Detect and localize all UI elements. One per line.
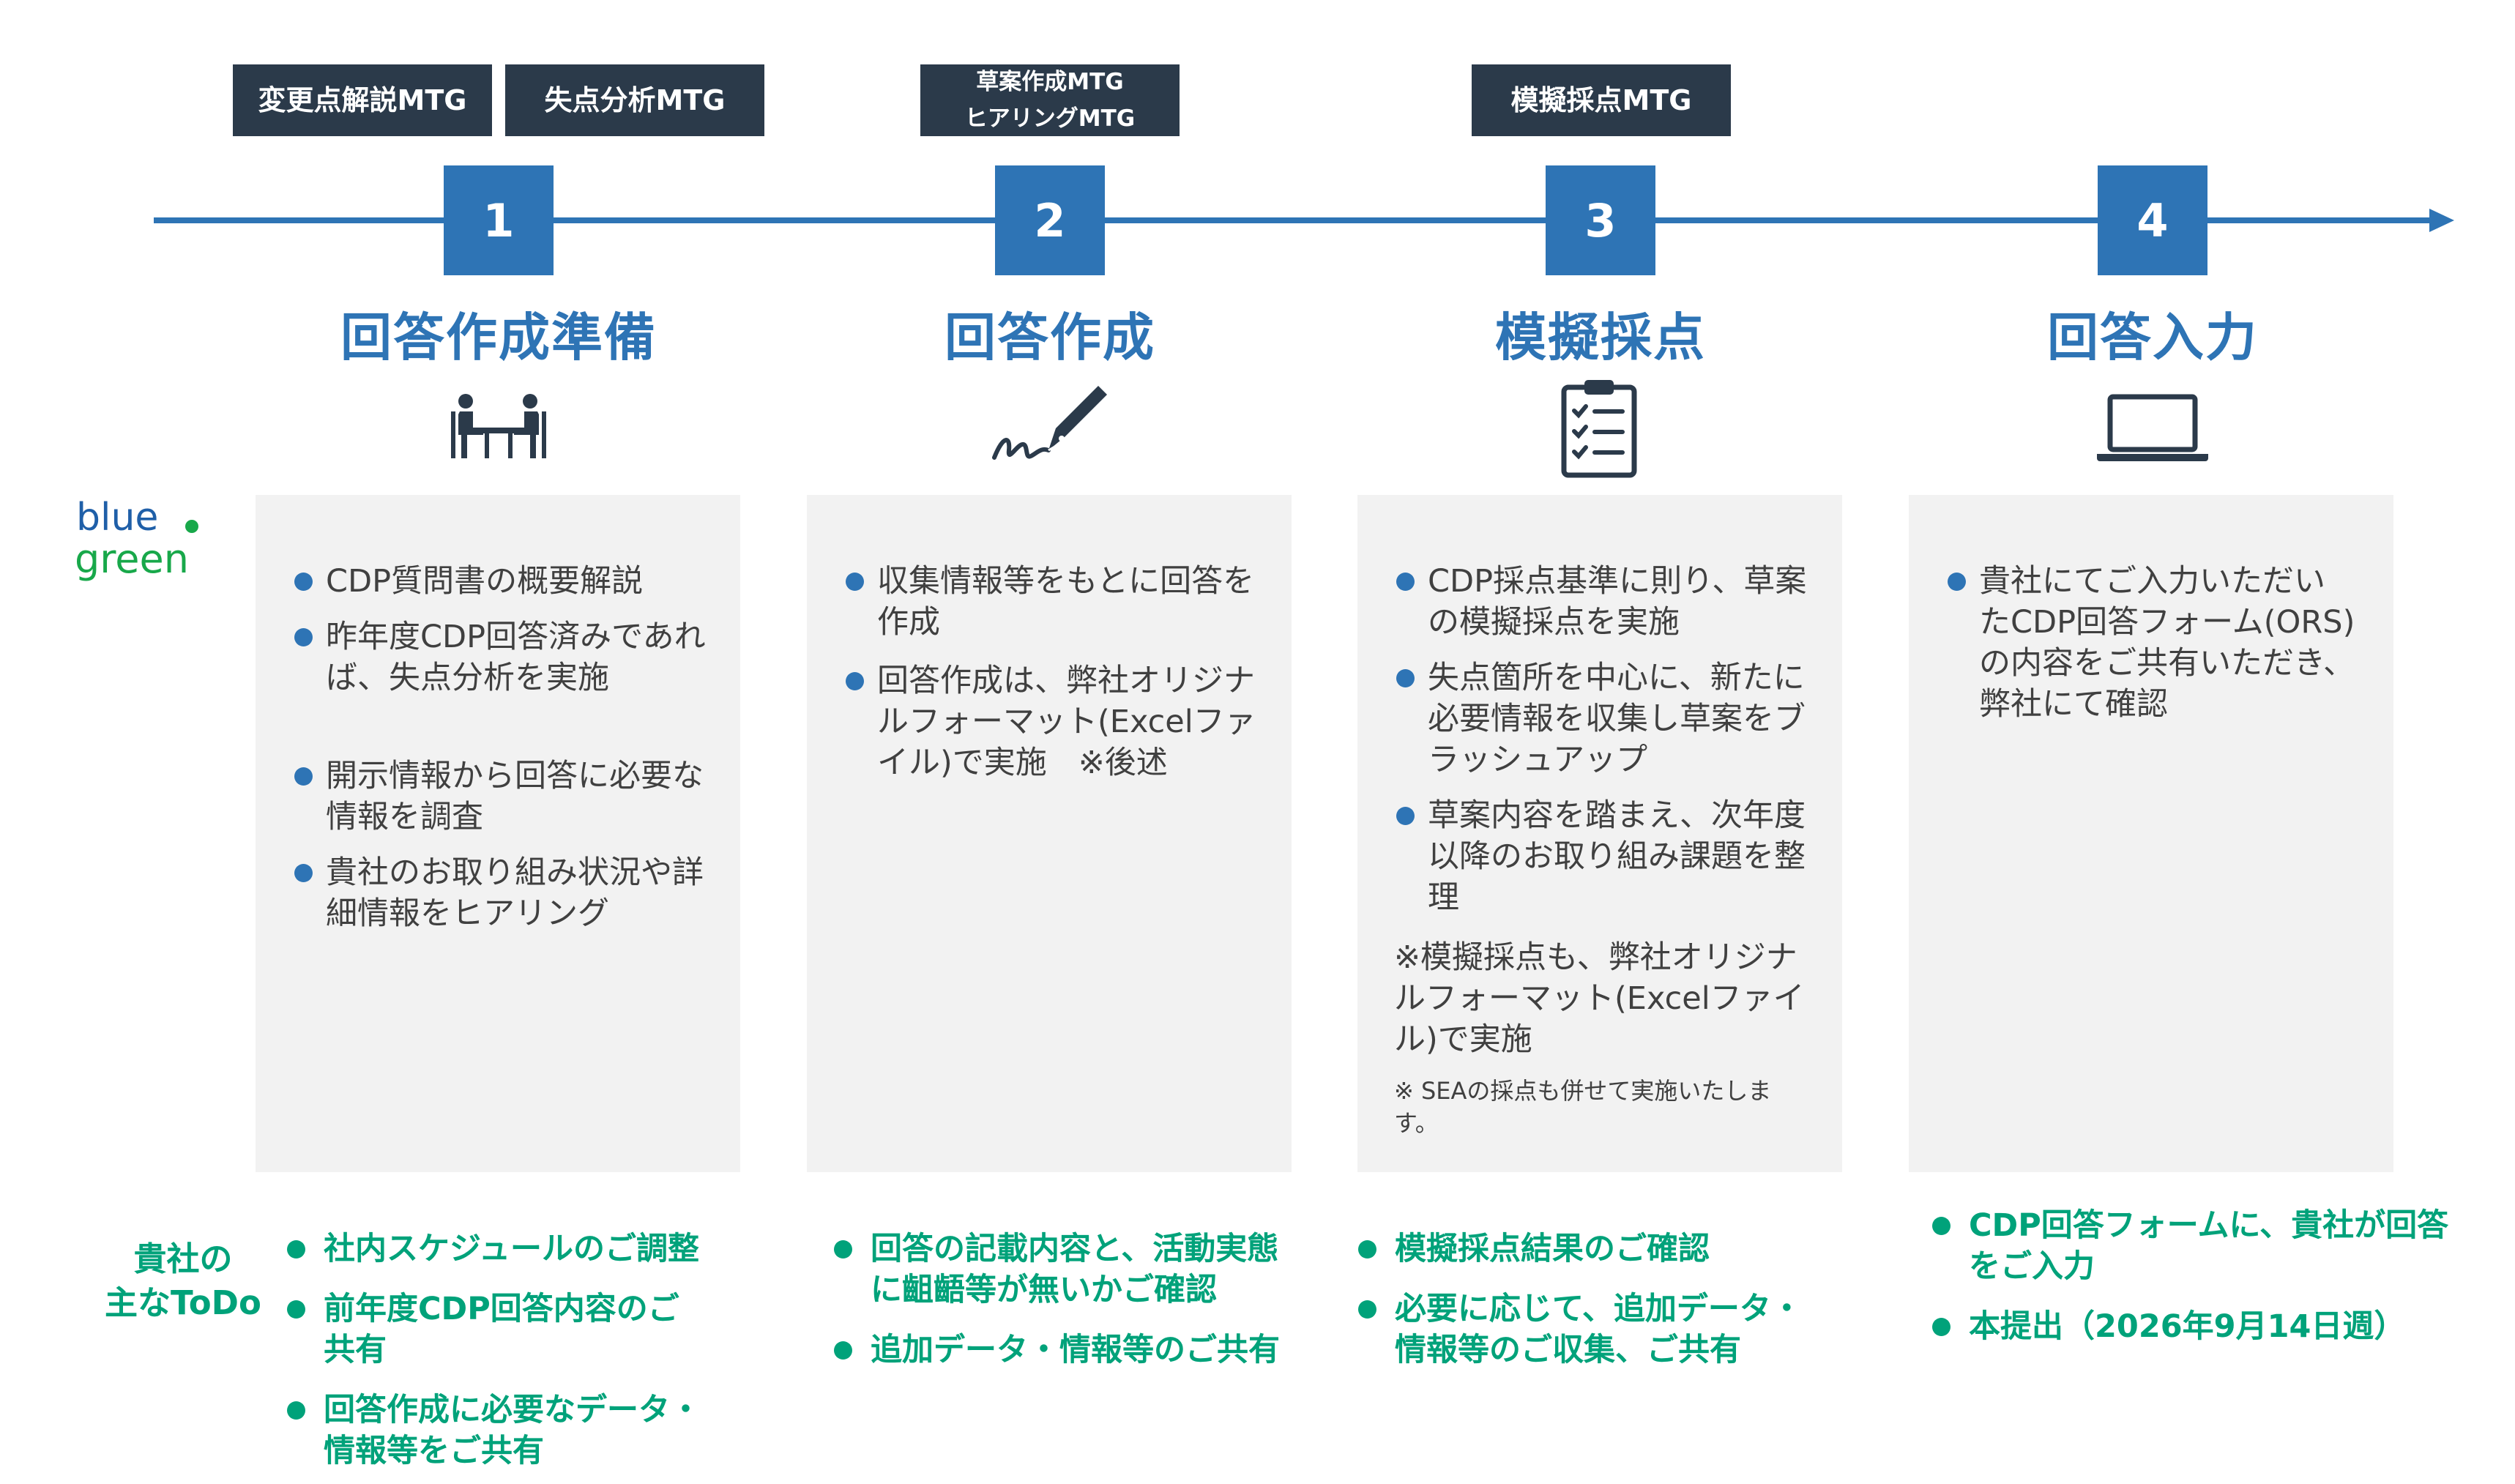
step-title-2: 回答作成 [944, 307, 1155, 368]
todo-label-line: 貴社の [133, 1239, 233, 1278]
pen-signature-icon [992, 386, 1107, 460]
todo-item: 回答作成に必要なデータ・情報等をご共有 [286, 1390, 710, 1472]
step-title-4: 回答入力 [2047, 307, 2258, 368]
bullet-item: 開示情報から回答に必要な情報を調査 [292, 756, 717, 838]
mtg-label-mock-scoring: 模擬採点MTG [1472, 64, 1731, 136]
bullet-item: CDP採点基準に則り、草案の模擬採点を実施 [1394, 561, 1819, 643]
step-bullets-2: 収集情報等をもとに回答を作成 回答作成は、弊社オリジナルフォーマット(Excel… [843, 561, 1261, 783]
logo-text-blue: blue [76, 496, 158, 540]
todo-item: 社内スケジュールのご調整 [286, 1228, 710, 1269]
mtg-label-text: 草案作成MTG [976, 69, 1124, 95]
timeline-arrow-head [2429, 209, 2454, 232]
step-number-4: 4 [2098, 165, 2207, 275]
mtg-label-text: 模擬採点MTG [1510, 84, 1692, 116]
bullet-item: 草案内容を踏まえ、次年度以降のお取り組み課題を整理 [1394, 795, 1819, 918]
todo-list-2: 回答の記載内容と、活動実態に齟齬等が無いかご確認 追加データ・情報等のご共有 [832, 1228, 1286, 1371]
clipboard-checklist-icon [1561, 380, 1637, 478]
step-number-text: 2 [1034, 193, 1066, 247]
todo-list-4: CDP回答フォームに、貴社が回答をご入力 本提出（2026年9月14日週） [1931, 1205, 2473, 1347]
step-number-text: 3 [1584, 193, 1617, 247]
mtg-label-change-points: 変更点解説MTG [233, 64, 492, 136]
bullet-item: 回答作成は、弊社オリジナルフォーマット(Excelファイル)で実施 ※後述 [843, 660, 1261, 783]
step-bullets-3: CDP採点基準に則り、草案の模擬採点を実施 失点箇所を中心に、新たに必要情報を収… [1394, 561, 1819, 918]
laptop-icon [2097, 394, 2208, 461]
todo-list-1: 社内スケジュールのご調整 前年度CDP回答内容のご共有 回答作成に必要なデータ・… [286, 1228, 710, 1472]
todo-list-3: 模擬採点結果のご確認 必要に応じて、追加データ・情報等のご収集、ご共有 [1357, 1228, 1811, 1371]
step-number-3: 3 [1546, 165, 1655, 275]
todo-item: 本提出（2026年9月14日週） [1931, 1306, 2473, 1347]
step-number-text: 4 [2136, 193, 2169, 247]
todo-item: 模擬採点結果のご確認 [1357, 1228, 1811, 1269]
logo-text-green: green [75, 536, 189, 582]
step-number-text: 1 [482, 193, 515, 247]
step-panel-1: CDP質問書の概要解説 昨年度CDP回答済みであれば、失点分析を実施 開示情報か… [256, 495, 740, 1172]
mtg-label-text: 失点分析MTG [544, 84, 726, 116]
meeting-icon [451, 394, 546, 458]
step-title-1: 回答作成準備 [340, 307, 657, 368]
todo-item: CDP回答フォームに、貴社が回答をご入力 [1931, 1205, 2473, 1287]
todo-item: 前年度CDP回答内容のご共有 [286, 1289, 710, 1371]
todo-label-line: 主なToDo [105, 1283, 261, 1322]
bullet-item: CDP質問書の概要解説 [292, 561, 717, 602]
timeline-line [154, 217, 2431, 223]
bullet-item: 昨年度CDP回答済みであれば、失点分析を実施 [292, 616, 717, 698]
step-bullets-4: 貴社にてご入力いただいたCDP回答フォーム(ORS)の内容をご共有いただき、弊社… [1945, 561, 2355, 725]
sea-scoring-note: ※ SEAの採点も併せて実施いたします。 [1394, 1077, 1772, 1137]
bullet-item: 貴社のお取り組み状況や詳細情報をヒアリング [292, 852, 717, 934]
todo-item: 回答の記載内容と、活動実態に齟齬等が無いかご確認 [832, 1228, 1286, 1310]
todo-section-label: 貴社の 主なToDo [92, 1237, 275, 1325]
step-panel-3: CDP採点基準に則り、草案の模擬採点を実施 失点箇所を中心に、新たに必要情報を収… [1357, 495, 1842, 1172]
step-number-2: 2 [995, 165, 1105, 275]
mtg-label-loss-analysis: 失点分析MTG [505, 64, 764, 136]
step-bullets-1: CDP質問書の概要解説 昨年度CDP回答済みであれば、失点分析を実施 開示情報か… [292, 561, 717, 934]
bullet-item: 貴社にてご入力いただいたCDP回答フォーム(ORS)の内容をご共有いただき、弊社… [1945, 561, 2355, 725]
mtg-label-text: 変更点解説MTG [258, 84, 467, 116]
step-panel-4: 貴社にてご入力いただいたCDP回答フォーム(ORS)の内容をご共有いただき、弊社… [1909, 495, 2393, 1172]
step-number-1: 1 [444, 165, 554, 275]
mock-scoring-note: ※模擬採点も、弊社オリジナルフォーマット(Excelファイル)で実施 [1394, 939, 1805, 1058]
step-panel-2: 収集情報等をもとに回答を作成 回答作成は、弊社オリジナルフォーマット(Excel… [807, 495, 1292, 1172]
step-title-3: 模擬採点 [1495, 307, 1706, 368]
todo-item: 必要に応じて、追加データ・情報等のご収集、ご共有 [1357, 1289, 1811, 1371]
bluegreen-logo: blue green [75, 496, 198, 582]
mtg-label-text: ヒアリングMTG [964, 105, 1136, 132]
todo-item: 追加データ・情報等のご共有 [832, 1330, 1286, 1371]
bullet-item: 収集情報等をもとに回答を作成 [843, 561, 1261, 643]
bullet-item: 失点箇所を中心に、新たに必要情報を収集し草案をブラッシュアップ [1394, 657, 1819, 780]
mtg-label-draft-hearing: 草案作成MTG ヒアリングMTG [920, 64, 1180, 136]
